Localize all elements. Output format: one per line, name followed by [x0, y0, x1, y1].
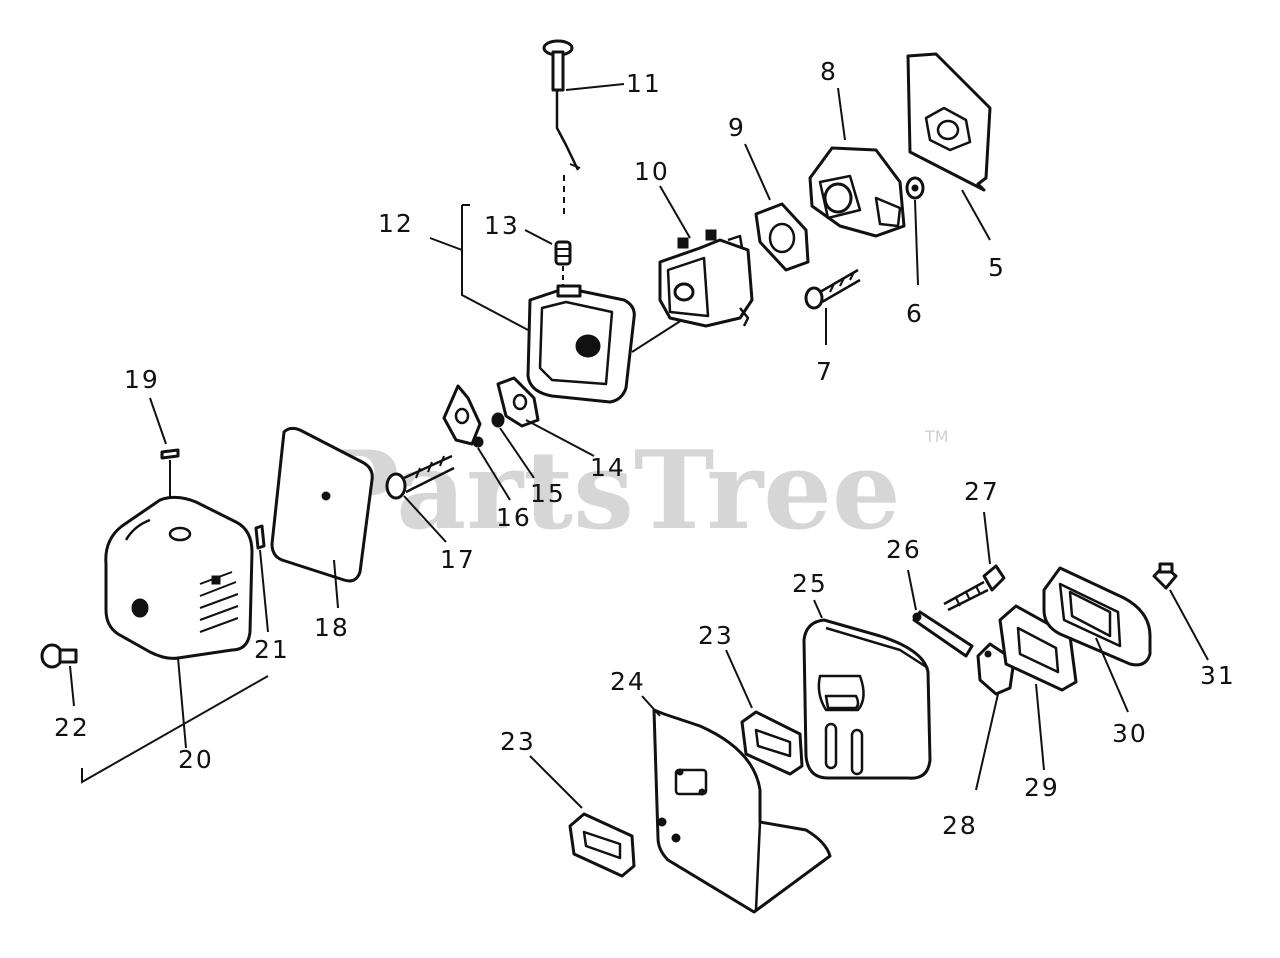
label-11: 11	[626, 69, 662, 98]
label-28: 28	[942, 811, 978, 840]
part-23a-gasket	[725, 649, 804, 776]
part-22-screw	[40, 643, 78, 707]
label-7: 7	[816, 357, 834, 386]
part-11-choke-rod	[542, 39, 625, 218]
label-20: 20	[178, 745, 214, 774]
label-23a: 23	[698, 621, 734, 650]
part-14-gasket	[496, 376, 595, 457]
part-17-bolt	[385, 454, 455, 543]
label-8: 8	[820, 57, 838, 86]
part-16-plate	[442, 384, 511, 501]
label-14: 14	[590, 453, 626, 482]
label-26: 26	[886, 535, 922, 564]
label-30: 30	[1112, 719, 1148, 748]
part-6-nut	[905, 176, 925, 286]
part-9-gasket	[744, 143, 810, 272]
part-23b-gasket	[529, 755, 636, 878]
part-5-gasket	[906, 52, 992, 241]
part-21-pin	[81, 524, 269, 784]
watermark-text: PartsTree	[318, 428, 901, 554]
label-18: 18	[314, 613, 350, 642]
label-9: 9	[728, 113, 746, 142]
part-7-screw	[804, 268, 861, 345]
part-13-spring	[524, 229, 572, 288]
label-19: 19	[124, 365, 160, 394]
watermark-trademark: TM	[924, 427, 949, 446]
label-24: 24	[610, 667, 646, 696]
label-21: 21	[254, 635, 290, 664]
part-27-bolt	[943, 511, 1006, 612]
part-24-heat-shield	[641, 695, 832, 914]
label-16: 16	[496, 503, 532, 532]
part-18-air-filter	[270, 426, 374, 609]
label-13: 13	[484, 211, 520, 240]
label-15: 15	[530, 479, 566, 508]
part-29-gasket	[998, 604, 1078, 771]
part-12-air-cleaner-base	[429, 204, 683, 404]
part-20-cover	[104, 495, 254, 749]
label-31: 31	[1200, 661, 1236, 690]
label-10: 10	[634, 157, 670, 186]
label-17: 17	[440, 545, 476, 574]
label-29: 29	[1024, 773, 1060, 802]
label-5: 5	[988, 253, 1006, 282]
part-31-screw	[1152, 562, 1209, 661]
label-22: 22	[54, 713, 90, 742]
label-25: 25	[792, 569, 828, 598]
part-30-cover	[1042, 566, 1152, 713]
label-27: 27	[964, 477, 1000, 506]
part-26-spacer	[907, 569, 974, 658]
part-10-carburetor	[658, 185, 754, 328]
label-12: 12	[378, 209, 414, 238]
part-25-muffler	[802, 599, 932, 780]
part-8-intake-adapter	[808, 87, 906, 238]
label-6: 6	[906, 299, 924, 328]
part-15-washer	[491, 412, 535, 479]
label-23b: 23	[500, 727, 536, 756]
